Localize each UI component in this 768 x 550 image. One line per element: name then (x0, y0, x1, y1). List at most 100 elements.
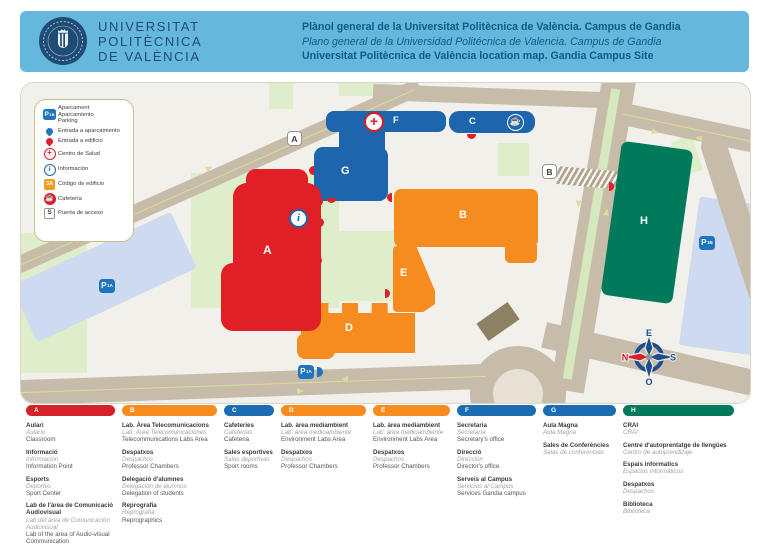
directory-entry-en: Delegation of students (122, 489, 184, 497)
lawn (269, 83, 293, 109)
p-letter: P (101, 281, 107, 290)
title-english: Universitat Politècnica de València loca… (302, 50, 654, 63)
building-label-h: H (640, 215, 648, 227)
directory-entry-ca: CRAI (623, 422, 639, 429)
directory-entry-en: Telecommunications Labs Area (122, 436, 208, 444)
service-structure (476, 302, 520, 341)
upv-seal-logo (38, 16, 88, 71)
compass-north: N (622, 353, 629, 363)
legend-label: Centro de Salud (58, 151, 100, 158)
directory-entry-en: Information Point (26, 462, 73, 470)
lawn (498, 143, 529, 176)
directory-entry-es: Servicios al Campus (457, 482, 514, 490)
directory-entry-es: Centro de autoprendizaje (623, 448, 693, 456)
column-pill-h: H (623, 405, 734, 416)
building-entrance-pin (309, 166, 314, 175)
legend-label: Entrada a aparcamiento (58, 128, 120, 135)
building-label-g: G (341, 165, 350, 177)
directory-entry-es: Lab. Área Telecomunicaciones (122, 429, 207, 437)
column-pill-b: B (122, 405, 217, 416)
directory-entry-ca: Aulari (26, 422, 44, 429)
directory-entry-ca: Espais informatics (623, 461, 679, 469)
directory-entry-en: Environment Labs Area (373, 436, 438, 444)
building-label-b: B (459, 209, 467, 221)
logo-wordmark: UNIVERSITAT POLITÈCNICA DE VALÈNCIA (98, 19, 202, 64)
directory-entry-es: Cafeterias (224, 429, 253, 437)
directory-entry-es: Salas de conferencias (543, 448, 604, 456)
directory-entry-en: Professor Chambers (281, 462, 338, 470)
blue-pin-icon (41, 126, 58, 137)
directory-entry-es: Reprografía (122, 509, 155, 517)
compass-rose: E S O N (619, 327, 679, 392)
legend-label: Aparcamiento (58, 111, 94, 118)
p-sub: 1B (706, 240, 713, 245)
directory-entry-ca: Direcció (457, 448, 482, 456)
directory-entry-es: Biblioteca (623, 507, 650, 515)
directory-entry-ca: Lab. àrea mediambient (281, 422, 349, 429)
access-door-icon: S (41, 208, 58, 220)
directory-entry-ca: Despatxos (373, 448, 405, 456)
parking-entrance-pin (317, 367, 323, 377)
building-label-a: A (263, 243, 272, 257)
directory-entry-es: Despachos (373, 455, 404, 463)
health-cross-icon: + (41, 148, 58, 161)
building-g (314, 147, 388, 201)
cross-glyph: + (369, 113, 379, 129)
directory-entry-es: Aula Magna (543, 429, 577, 437)
building-entrance-pin (467, 134, 476, 139)
building-e (393, 246, 435, 312)
legend-item-health-center: + Centro de Salud (41, 148, 127, 161)
directory-entry-es: Lab del área de Comunicación Audiovisual (26, 516, 110, 531)
directory-entry-es: Despachos (281, 455, 312, 463)
logo-line: DE VALÈNCIA (98, 49, 201, 64)
p-sub: 1A (305, 369, 312, 374)
logo-line: POLITÈCNICA (98, 34, 203, 49)
column-pill-f: F (457, 405, 536, 416)
directory-entry-ca: Lab de l'àrea de Comunicació Audiovisual (26, 502, 114, 517)
compass-east: E (646, 328, 652, 338)
building-code-badge-b: B (542, 164, 557, 179)
building-a-top (246, 169, 308, 211)
road-arrow (296, 387, 305, 395)
badge-letter: B (546, 167, 553, 177)
directory-entry-ca: Aula Magna (543, 422, 578, 429)
legend-label: Cafetería (58, 195, 82, 202)
building-entrance-pin (318, 197, 323, 206)
directory-entry-en: Environment Labs Area (281, 436, 346, 444)
information-icon: i (289, 209, 308, 228)
compass-west: O (645, 377, 652, 387)
legend-label: Aparcament (58, 105, 90, 111)
directory-entry-es: Espacios informáticos (623, 468, 684, 476)
directory-entry-en: Director's office (457, 462, 500, 470)
directory-entry-es: Salas deportivas (224, 455, 270, 463)
directory-entry-ca: Cafeteries (224, 422, 254, 429)
road-arrow (694, 134, 703, 142)
legend-label: Información (58, 166, 89, 173)
directory-entry-ca: Delegació d'alumnes (122, 475, 184, 483)
legend-item-cafeteria: ☕ Cafetería (41, 192, 127, 205)
building-entrance-pin (317, 256, 322, 265)
p-letter: P (701, 238, 707, 247)
building-entrance-pin (609, 182, 614, 191)
directory-entry-ca: Reprografia (122, 502, 157, 510)
